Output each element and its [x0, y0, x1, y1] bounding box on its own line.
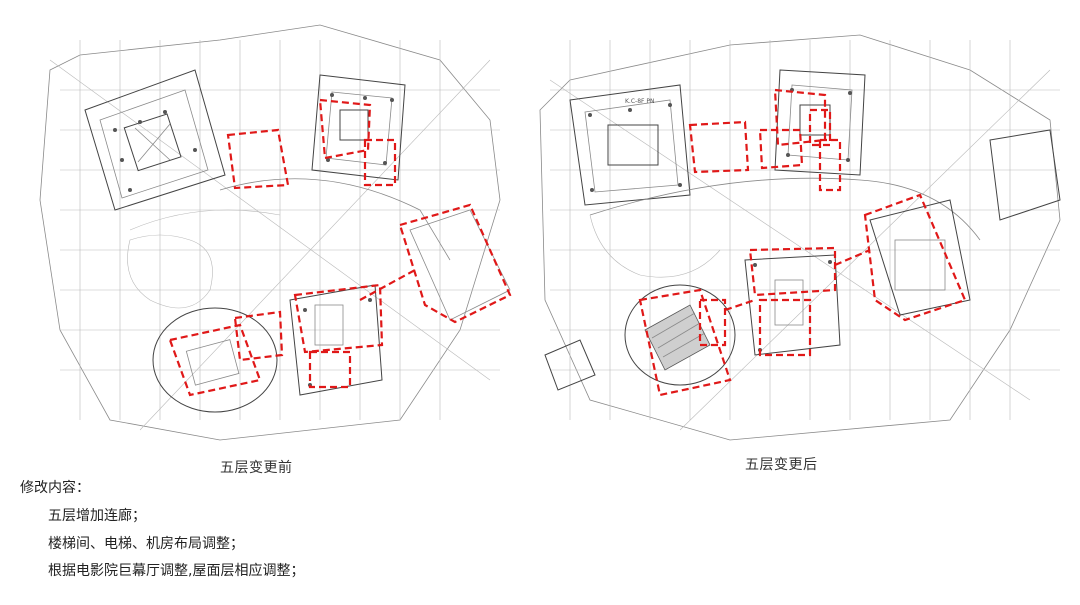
cinema-volume	[624, 284, 736, 386]
cinema-volume	[152, 307, 278, 413]
block-lower-left	[544, 339, 596, 391]
block-far-right	[989, 129, 1061, 221]
block-right	[869, 199, 971, 316]
note-item: 五层增加连廊；	[48, 508, 146, 524]
tower-left: K.C-8F PN	[569, 84, 691, 206]
core-center	[774, 279, 804, 326]
floor-plan-after: K.C-8F PN	[530, 0, 1070, 445]
columns	[113, 93, 394, 387]
hall-right	[894, 239, 946, 291]
block-right	[409, 209, 511, 321]
block-center	[744, 254, 841, 356]
landscape-area	[127, 234, 213, 309]
podium-outline	[589, 214, 721, 278]
site-boundary	[539, 34, 1061, 441]
podium-arc	[589, 177, 981, 241]
tower-upper-right	[311, 74, 406, 181]
core-center	[314, 304, 344, 346]
cinema-hall	[185, 339, 240, 386]
tower-upper-right	[774, 69, 866, 176]
notes-heading: 修改内容：	[20, 480, 90, 496]
caption-after: 五层变更后	[745, 457, 818, 473]
block-center	[289, 284, 383, 396]
podium-outline	[129, 209, 281, 231]
note-item: 楼梯间、电梯、机房布局调整；	[48, 536, 244, 552]
change-markups-before	[168, 98, 512, 397]
plan-label: K.C-8F PN	[625, 98, 654, 105]
note-item: 根据电影院巨幕厅调整,屋面层相应调整；	[48, 563, 305, 579]
tower-left	[84, 69, 226, 211]
floor-plan-before	[20, 0, 520, 445]
site-boundary	[39, 24, 501, 441]
structural-grid	[49, 40, 500, 431]
structural-grid	[549, 40, 1060, 431]
imax-hall	[644, 304, 711, 371]
caption-before: 五层变更前	[220, 460, 293, 476]
floor-plan-after-drawing: K.C-8F PN	[539, 34, 1061, 441]
columns	[588, 88, 852, 352]
change-markups-after	[638, 88, 967, 397]
podium-arc	[219, 178, 451, 261]
floor-plan-before-drawing	[39, 24, 512, 441]
